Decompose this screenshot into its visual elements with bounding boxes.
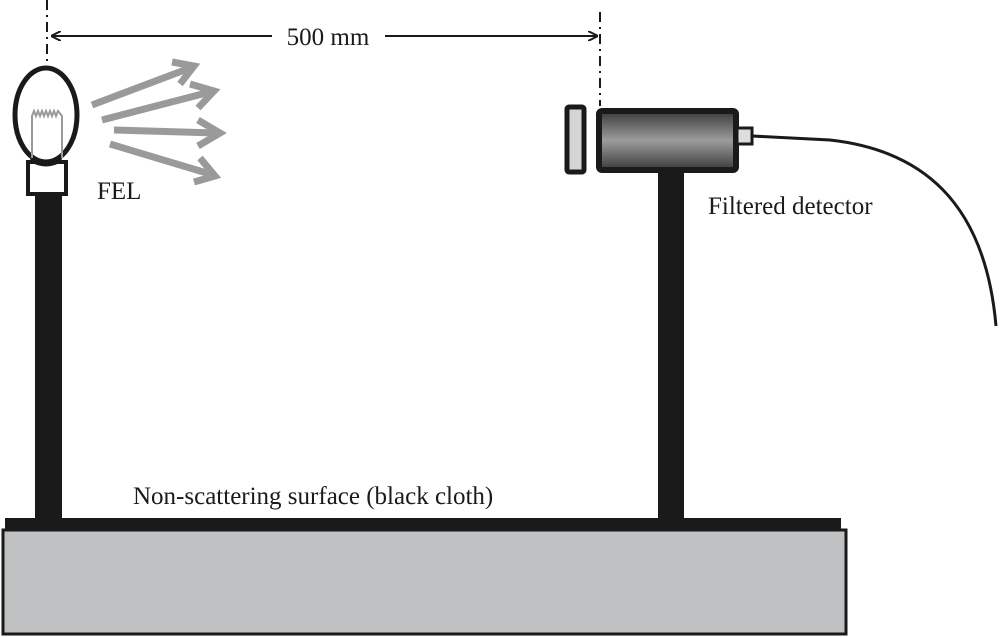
- ray-arrow: [113, 126, 217, 137]
- ray-arrow: [90, 64, 192, 109]
- lamp-bulb: [12, 65, 80, 165]
- detector-connector: [735, 126, 754, 146]
- optical-bench: [1, 528, 848, 636]
- lamp-pole: [35, 193, 62, 523]
- black-cloth-surface: [5, 518, 841, 529]
- lamp-base: [26, 160, 68, 196]
- bulb-neck: [29, 158, 63, 167]
- source-label: FEL: [97, 178, 141, 205]
- surface-label: Non-scattering surface (black cloth): [133, 483, 493, 510]
- detector-body: [596, 108, 739, 173]
- ray-arrowhead: [193, 155, 222, 186]
- light-rays: [90, 58, 227, 186]
- ray-arrow: [101, 88, 211, 124]
- filter: [564, 104, 587, 175]
- detector-label: Filtered detector: [708, 193, 873, 220]
- detector-stand: [658, 168, 684, 523]
- ray-arrowhead: [171, 58, 201, 87]
- ray-arrow: [108, 140, 212, 178]
- ray-arrowhead: [196, 116, 227, 150]
- ray-arrowhead: [189, 80, 221, 111]
- lamp-filament: [31, 108, 63, 158]
- detector-cable: [751, 134, 998, 327]
- distance-label: 500 mm: [287, 24, 370, 51]
